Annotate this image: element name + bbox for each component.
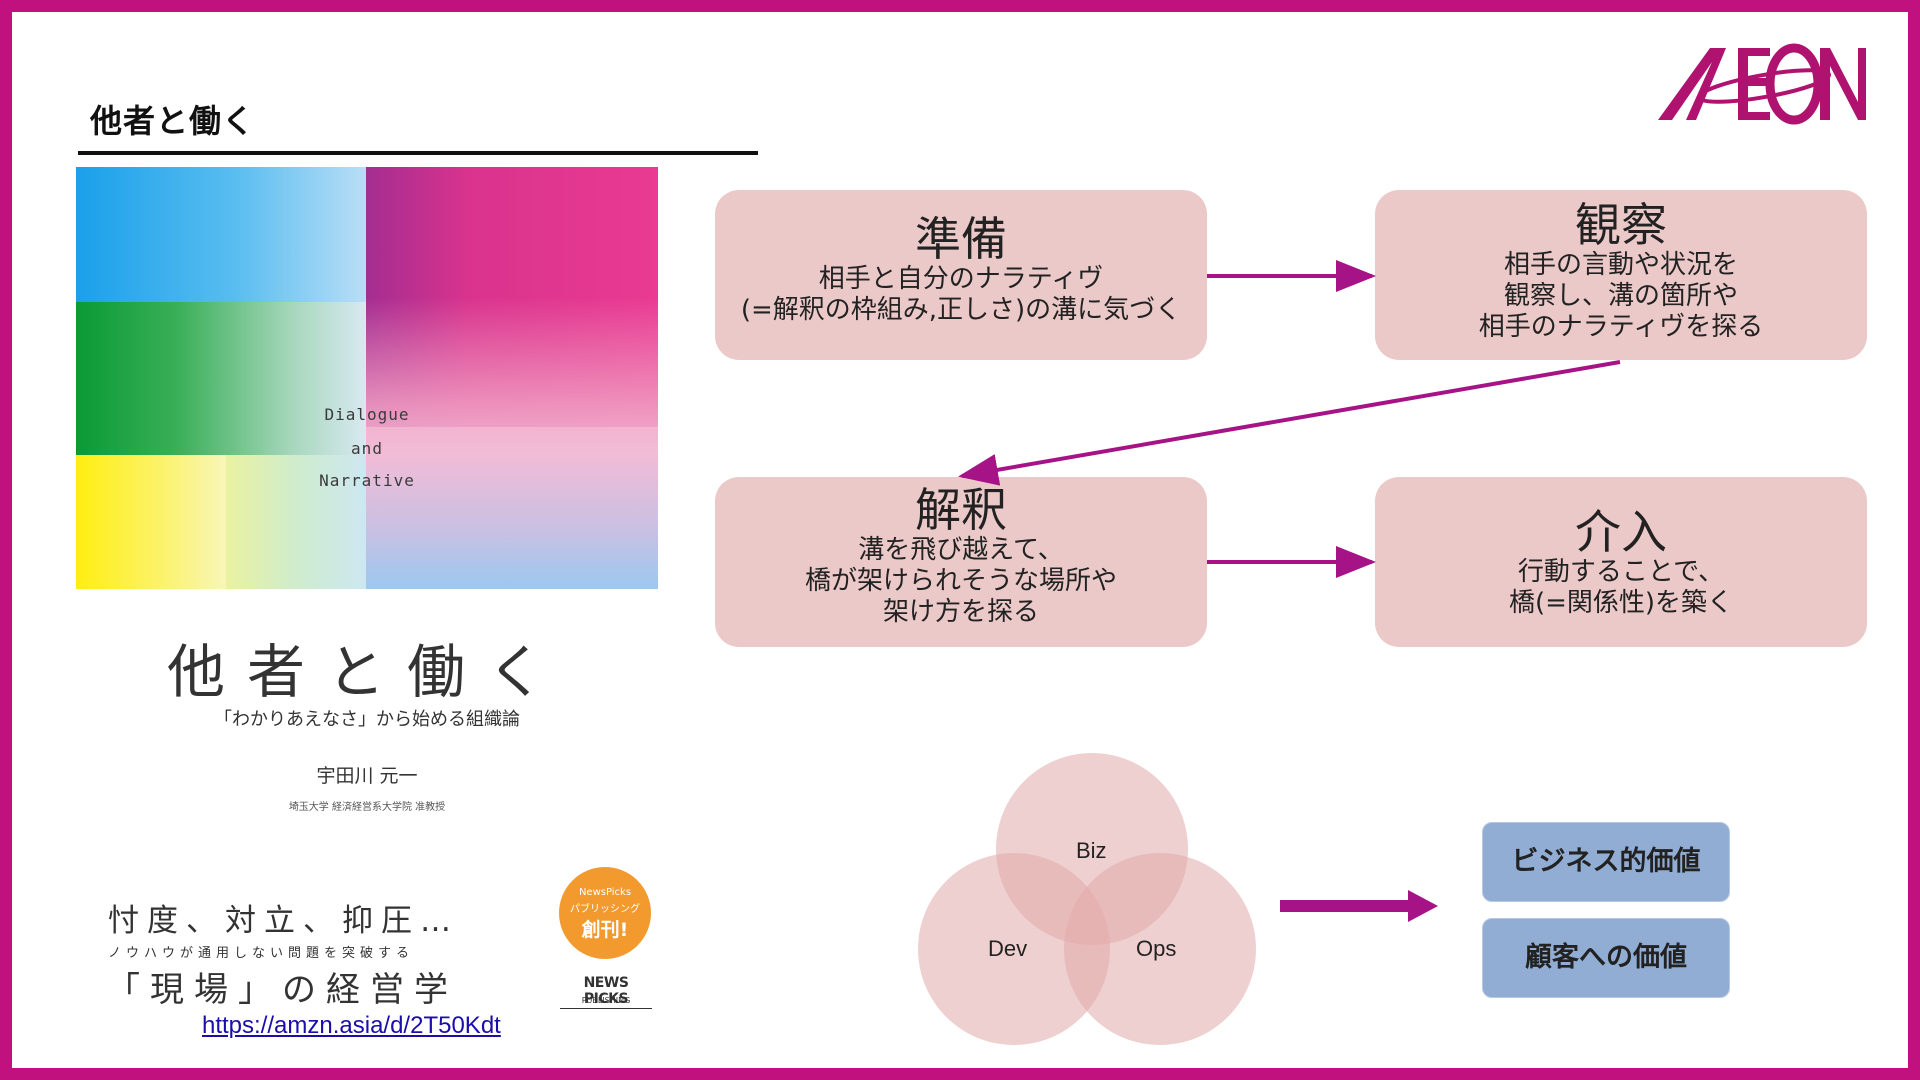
step-line: 観察し、溝の箇所や [1503, 281, 1738, 311]
step-heading: 観察 [1575, 198, 1667, 252]
cover-block-blue [76, 167, 366, 302]
cover-block-pinkfade [366, 297, 658, 477]
step-line: 橋(=関係性)を築く [1508, 588, 1734, 618]
cover-block-lavender [366, 457, 658, 589]
venn-circle-ops [1064, 853, 1256, 1045]
book-title: 他者と働く [166, 638, 567, 706]
cover-line-2: and [351, 439, 383, 458]
step-heading: 介入 [1575, 505, 1667, 559]
badge-line-2: パブリッシング [570, 904, 640, 915]
venn-label-biz: Biz [1076, 838, 1107, 863]
step-heading: 準備 [915, 212, 1007, 266]
aeon-logo [1658, 43, 1866, 125]
publisher-logo-sub: PUBLISHING [581, 996, 631, 1005]
value-box-customer: 顧客への価値 [1482, 918, 1730, 998]
step-line: (=解釈の枠組み,正しさ)の溝に気づく [740, 295, 1182, 325]
cover-block-yellow [76, 455, 226, 589]
step-prepare: 準備 相手と自分のナラティヴ (=解釈の枠組み,正しさ)の溝に気づく [715, 190, 1207, 360]
slide: 他者と働く Dialogue and Narrative 他者と働く 「わかりあ… [12, 12, 1908, 1068]
cover-line-3: Narrative [319, 471, 415, 490]
value-box-business: ビジネス的価値 [1482, 822, 1730, 902]
publisher-logo: NEWS PICKS [560, 975, 652, 1009]
cover-block-green [76, 302, 366, 455]
step-line: 橋が架けられそうな場所や [804, 566, 1117, 596]
arrow-to-values-head [1408, 890, 1438, 922]
book-author: 宇田川 元一 [316, 765, 418, 787]
arrow-observe-to-interpret [958, 360, 1621, 486]
cover-block-yellowgreen [226, 455, 366, 589]
step-heading: 解釈 [915, 483, 1007, 537]
step-line: 行動することで、 [1517, 557, 1725, 587]
book-subtitle: 「わかりあえなさ」から始める組織論 [214, 709, 520, 730]
badge-line-1: NewsPicks [578, 887, 632, 898]
step-intervene: 介入 行動することで、 橋(=関係性)を築く [1375, 477, 1867, 647]
slide-title: 他者と働く [90, 102, 256, 140]
title-underline [78, 151, 758, 155]
venn-circle-dev [918, 853, 1110, 1045]
book-affiliation: 埼玉大学 経済経営系大学院 准教授 [288, 802, 446, 813]
book-cover: Dialogue and Narrative 他者と働く 「わかりあえなさ」から… [76, 167, 658, 1012]
step-line: 相手と自分のナラティヴ [818, 264, 1104, 294]
step-line: 溝を飛び越えて、 [858, 535, 1064, 565]
book-tagline-1: 忖度、対立、抑圧… [108, 903, 459, 939]
step-line: 架け方を探る [882, 597, 1039, 627]
step-observe: 観察 相手の言動や状況を 観察し、溝の箇所や 相手のナラティヴを探る [1375, 190, 1867, 360]
venn-label-ops: Ops [1136, 936, 1177, 961]
launch-badge: NewsPicks パブリッシング 創刊! [559, 867, 651, 959]
book-tagline-2: ノウハウが通用しない問題を突破する [108, 946, 415, 961]
venn-label-dev: Dev [988, 936, 1028, 961]
diagram-layer [918, 260, 1621, 1045]
book-tagline-3: 「現場」の経営学 [106, 970, 458, 1010]
step-interpret: 解釈 溝を飛び越えて、 橋が架けられそうな場所や 架け方を探る [715, 477, 1207, 647]
cover-line-1: Dialogue [324, 405, 410, 424]
amazon-link[interactable]: https://amzn.asia/d/2T50Kdt [202, 1012, 501, 1039]
step-line: 相手の言動や状況を [1503, 250, 1738, 280]
cover-art: Dialogue and Narrative [76, 167, 658, 589]
step-line: 相手のナラティヴを探る [1478, 312, 1764, 342]
badge-line-3: 創刊! [581, 919, 629, 941]
